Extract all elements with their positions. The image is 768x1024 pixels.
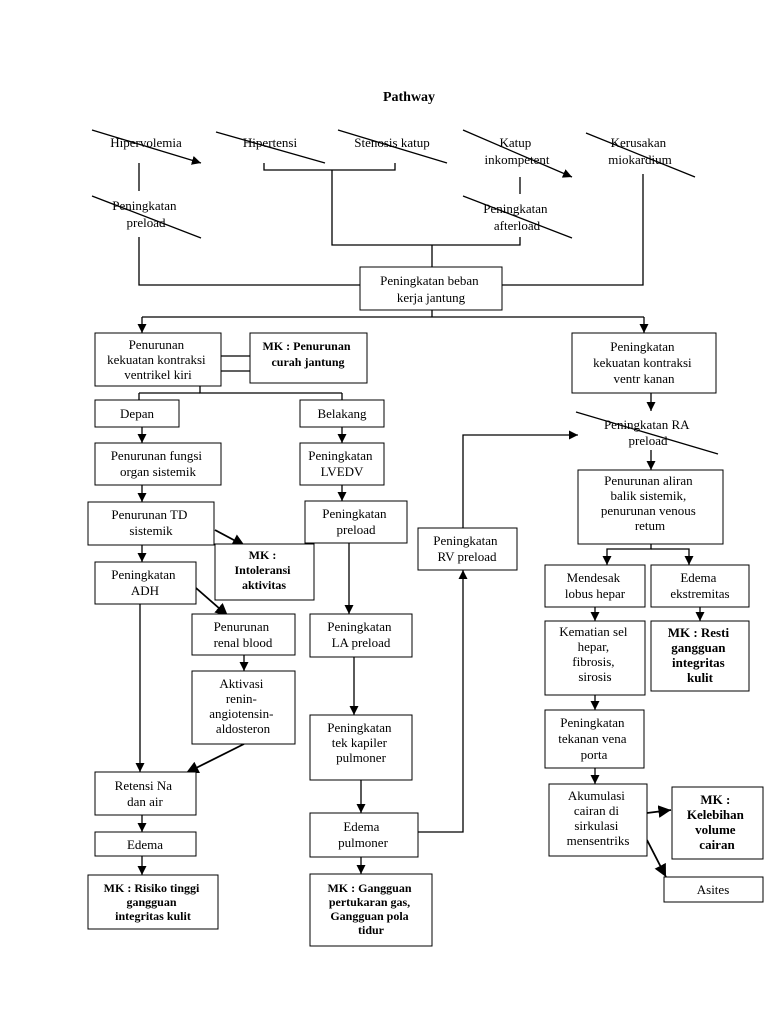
connector bbox=[199, 386, 342, 394]
connector bbox=[602, 544, 652, 565]
box-mk-resti bbox=[650, 620, 750, 692]
label-adh: Peningkatan ADH bbox=[111, 567, 179, 598]
label-fungsi-organ: Penurunan fungsi organ sistemik bbox=[111, 448, 206, 479]
label-stenosis: Stenosis katup bbox=[354, 135, 429, 150]
connector bbox=[214, 529, 246, 547]
connector bbox=[331, 170, 521, 246]
label-akumulasi-cairan: Akumulasi cairan di sirkulasi mensentrik… bbox=[567, 788, 630, 848]
box-edema bbox=[94, 831, 197, 857]
box-tek-kapiler bbox=[309, 714, 413, 781]
label-peningkatan-afterload: Peningkatan afterload bbox=[483, 201, 551, 233]
box-akumulasi-cairan bbox=[548, 783, 648, 857]
slash-line bbox=[585, 132, 696, 178]
label-beban-kerja: Peningkatan beban kerja jantung bbox=[380, 273, 482, 305]
label-asites: Asites bbox=[697, 882, 730, 897]
connector bbox=[418, 570, 468, 833]
slash-line bbox=[91, 129, 202, 165]
label-kematian-sel: Kematian sel hepar, fibrosis, sirosis bbox=[559, 624, 630, 684]
page-title: Pathway bbox=[383, 90, 435, 105]
box-beban-kerja bbox=[359, 266, 503, 311]
box-td-sistemik bbox=[87, 501, 215, 546]
box-rv-preload bbox=[417, 527, 518, 571]
slash-marks bbox=[91, 129, 719, 455]
label-mk-resti: MK : Resti gangguan integritas kulit bbox=[668, 625, 733, 685]
label-rv-preload: Peningkatan RV preload bbox=[433, 533, 501, 564]
label-edema-pulmoner: Edema pulmoner bbox=[338, 819, 388, 850]
box-mk-risiko-kulit bbox=[87, 874, 219, 930]
box-la-preload bbox=[309, 613, 413, 658]
box-vena-porta bbox=[544, 709, 645, 769]
label-mk-risiko-kulit: MK : Risiko tinggi gangguan integritas k… bbox=[104, 881, 203, 923]
box-mk-curah-jantung bbox=[249, 332, 368, 384]
label-td-sistemik: Penurunan TD sistemik bbox=[111, 507, 190, 538]
label-renal-blood: Penurunan renal blood bbox=[214, 619, 273, 650]
label-depan: Depan bbox=[120, 406, 154, 421]
box-mk-intoleransi bbox=[214, 543, 315, 601]
box-preload-mid bbox=[304, 500, 408, 544]
connector bbox=[462, 430, 578, 528]
box-edema-pulmoner bbox=[309, 812, 419, 858]
box-fungsi-organ bbox=[94, 442, 222, 486]
box-edema-ekstremitas bbox=[650, 564, 750, 608]
connector bbox=[185, 743, 245, 774]
label-lvedv: Peningkatan LVEDV bbox=[308, 448, 376, 479]
connector bbox=[502, 174, 644, 286]
connector bbox=[646, 839, 667, 878]
connector bbox=[651, 548, 694, 565]
label-hipertensi: Hipertensi bbox=[243, 135, 298, 150]
slash-line bbox=[575, 411, 719, 455]
label-preload-mid: Peningkatan preload bbox=[322, 506, 390, 537]
label-mk-intoleransi: MK : Intoleransi aktivitas bbox=[234, 548, 293, 592]
connector bbox=[646, 805, 672, 818]
label-raa: Aktivasi renin- angiotensin- aldosteron bbox=[209, 676, 277, 736]
box-raa bbox=[191, 670, 296, 745]
box-aliran-balik bbox=[577, 469, 724, 545]
label-edema: Edema bbox=[127, 837, 163, 852]
label-peningkatan-ra: Peningkatan RA preload bbox=[604, 417, 692, 448]
label-tek-kapiler: Peningkatan tek kapiler pulmoner bbox=[327, 720, 395, 765]
label-vena-porta: Peningkatan tekanan vena porta bbox=[558, 715, 629, 762]
box-belakang bbox=[299, 399, 385, 428]
label-peningkatan-preload-top: Peningkatan preload bbox=[112, 198, 180, 230]
box-lvedv bbox=[299, 442, 385, 486]
label-belakang: Belakang bbox=[317, 406, 367, 421]
box-mk-gangguan-gas bbox=[309, 873, 433, 947]
label-mk-curah-jantung: MK : Penurunan curah jantung bbox=[262, 339, 353, 369]
label-mendesak-hepar: Mendesak lobus hepar bbox=[565, 570, 626, 601]
label-mk-kelebihan: MK : Kelebihan volume cairan bbox=[687, 792, 747, 852]
box-peningkatan-kontraksi-kanan bbox=[571, 332, 717, 394]
label-retensi-na: Retensi Na dan air bbox=[115, 778, 176, 809]
box-mk-kelebihan bbox=[671, 786, 764, 860]
label-edema-ekstremitas: Edema ekstremitas bbox=[670, 570, 729, 601]
slash-line bbox=[462, 129, 573, 178]
slash-line bbox=[215, 131, 326, 164]
box-renal-blood bbox=[191, 613, 296, 656]
connector bbox=[263, 163, 396, 171]
label-penurunan-kontraksi-kiri: Penurunan kekuatan kontraksi ventrikel k… bbox=[107, 337, 209, 382]
slash-line bbox=[91, 195, 202, 239]
slash-line bbox=[337, 129, 448, 164]
box-asites bbox=[663, 876, 764, 903]
box-adh bbox=[94, 561, 197, 605]
box-kematian-sel bbox=[544, 620, 646, 696]
label-kerusakan: Kerusakan miokardium bbox=[608, 135, 672, 167]
node-labels: Hipervolemia Hipertensi Stenosis katup K… bbox=[104, 135, 747, 937]
box-retensi-na bbox=[94, 771, 197, 816]
connector bbox=[195, 587, 229, 617]
label-katup-inkompetent: Katup inkompetent bbox=[485, 135, 550, 167]
slash-line bbox=[462, 195, 573, 239]
label-mk-gangguan-gas: MK : Gangguan pertukaran gas, Gangguan p… bbox=[327, 881, 414, 937]
connector bbox=[138, 237, 360, 286]
label-aliran-balik: Penurunan aliran balik sistemik, penurun… bbox=[601, 473, 699, 533]
label-hipervolemia: Hipervolemia bbox=[110, 135, 182, 150]
box-penurunan-kontraksi-kiri bbox=[94, 332, 222, 387]
box-depan bbox=[94, 399, 180, 428]
connectors bbox=[135, 163, 705, 878]
label-la-preload: Peningkatan LA preload bbox=[327, 619, 395, 650]
boxes bbox=[87, 266, 764, 947]
box-mendesak-hepar bbox=[544, 564, 646, 608]
label-peningkatan-kontraksi-kanan: Peningkatan kekuatan kontraksi ventr kan… bbox=[593, 339, 695, 386]
